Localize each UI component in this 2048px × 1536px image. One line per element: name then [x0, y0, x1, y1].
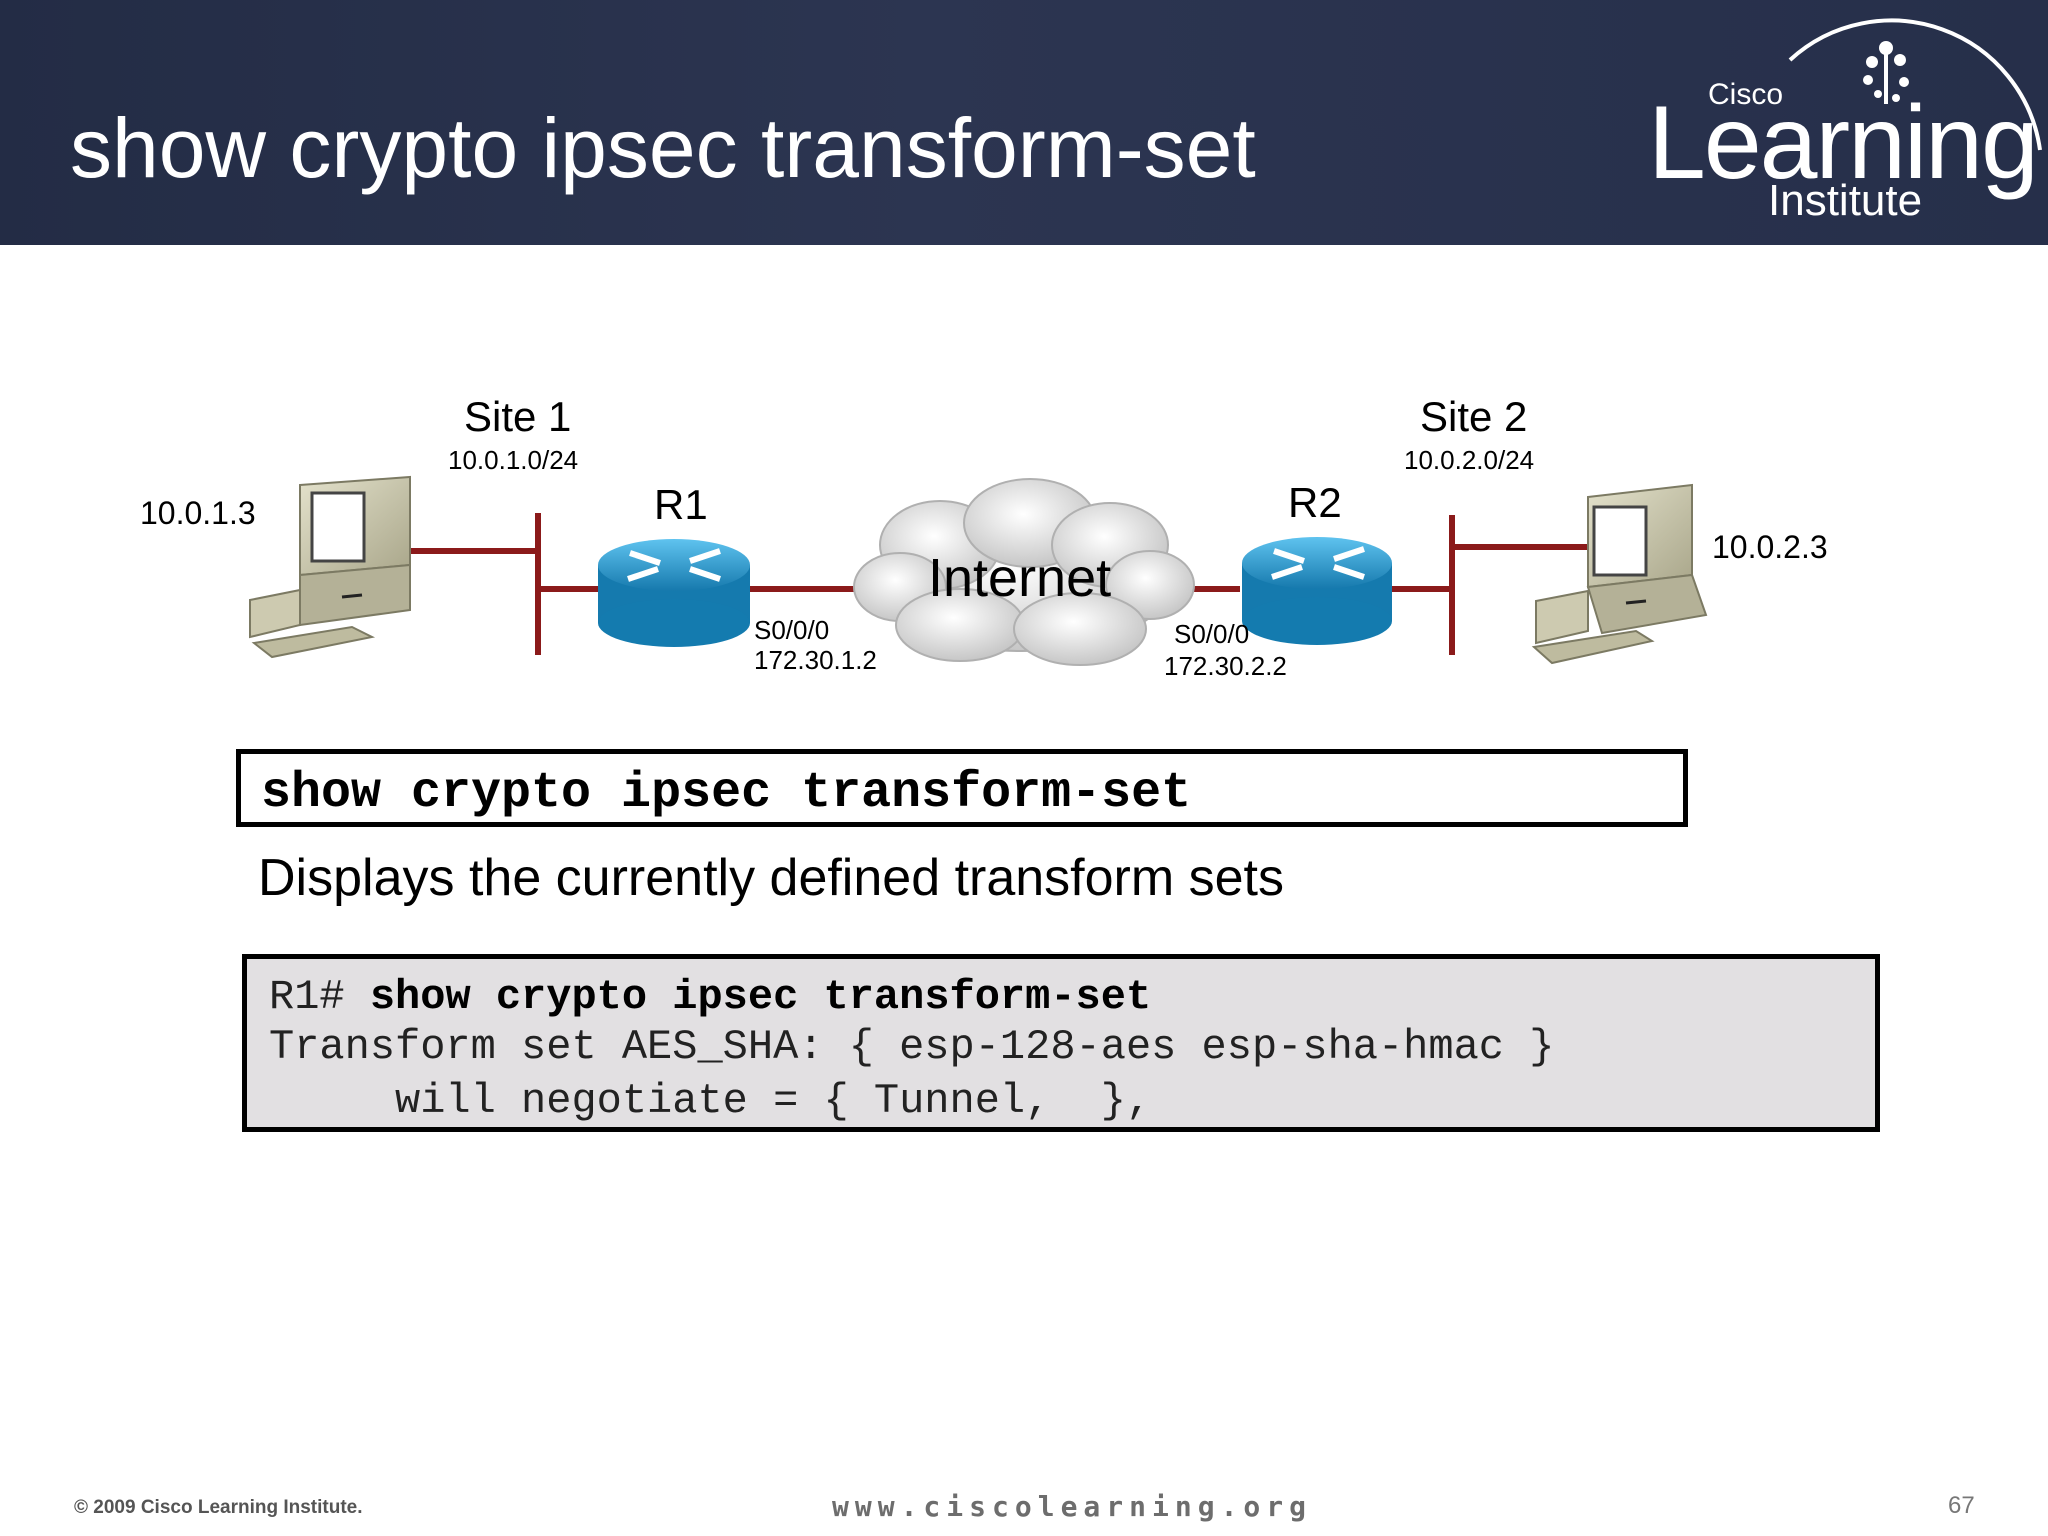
network-diagram: Site 1 10.0.1.0/24 Site 2 10.0.2.0/24 10… [0, 245, 2048, 725]
site2-link [1188, 515, 1596, 655]
page-number: 67 [1948, 1492, 1975, 1519]
command-syntax: show crypto ipsec transform-set [261, 765, 1192, 822]
logo-learning-text: Learning [1648, 85, 2039, 201]
tree-icon [1863, 41, 1909, 104]
router-r1-icon [598, 539, 750, 647]
cisco-learning-institute-logo: Cisco Learning Institute [1600, 0, 2048, 245]
site1-link [410, 513, 860, 655]
site2-label: Site 2 [1420, 393, 1528, 440]
pc2-icon [1531, 483, 1708, 665]
host1-ip: 10.0.1.3 [140, 495, 256, 531]
internet-label: Internet [928, 548, 1112, 608]
r1-interface: S0/0/0 [754, 615, 830, 645]
command-description: Displays the currently defined transform… [258, 849, 1284, 907]
site1-subnet: 10.0.1.0/24 [448, 445, 579, 475]
topology-graphic [249, 475, 1708, 666]
output-line-1: R1# show crypto ipsec transform-set [269, 973, 1151, 1021]
logo-arc-icon [1788, 18, 2042, 151]
site1-label: Site 1 [464, 393, 572, 440]
slide-title: show crypto ipsec transform-set [70, 101, 1256, 195]
router-r2-icon [1242, 537, 1392, 645]
logo-cisco-text: Cisco [1708, 78, 1784, 111]
r2-interface: S0/0/0 [1174, 619, 1250, 649]
host2-ip: 10.0.2.3 [1712, 529, 1828, 565]
router-r1-label: R1 [654, 481, 708, 528]
r1-interface-ip: 172.30.1.2 [754, 645, 877, 675]
output-line-2: Transform set AES_SHA: { esp-128-aes esp… [269, 1023, 1555, 1071]
pc1-icon [249, 475, 411, 659]
output-line-3: will negotiate = { Tunnel, }, [269, 1077, 1152, 1125]
command-output-box: R1# show crypto ipsec transform-set Tran… [242, 954, 1880, 1132]
internet-cloud-icon [853, 478, 1195, 666]
router-r2-label: R2 [1288, 479, 1342, 526]
logo-institute-text: Institute [1768, 176, 1923, 225]
footer-copyright: © 2009 Cisco Learning Institute. [74, 1497, 363, 1518]
output-prompt: R1# [269, 973, 370, 1021]
r2-interface-ip: 172.30.2.2 [1164, 651, 1287, 681]
slide-header: show crypto ipsec transform-set Cisco Le… [0, 0, 2048, 245]
command-syntax-box: show crypto ipsec transform-set [236, 749, 1688, 827]
footer-url: www.ciscolearning.org [832, 1490, 1313, 1523]
output-command: show crypto ipsec transform-set [369, 973, 1152, 1021]
site2-subnet: 10.0.2.0/24 [1404, 445, 1535, 475]
